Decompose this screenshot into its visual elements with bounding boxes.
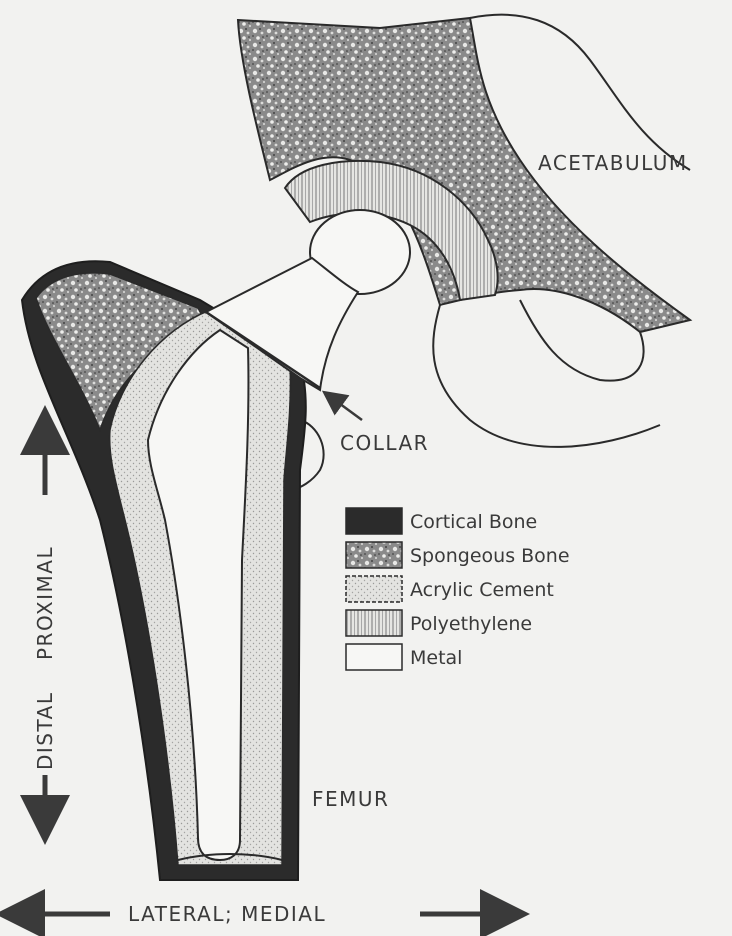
label-distal: DISTAL: [33, 692, 57, 770]
legend-label-cement: Acrylic Cement: [410, 579, 554, 601]
collar-pointer-arrow: [332, 398, 362, 420]
legend-swatch-cortical: [346, 508, 402, 534]
label-proximal: PROXIMAL: [33, 546, 57, 660]
label-lateral-medial: LATERAL; MEDIAL: [128, 902, 326, 926]
pelvis-ischium-outline: [433, 305, 660, 447]
legend-label-cortical: Cortical Bone: [410, 511, 537, 533]
label-femur: FEMUR: [312, 787, 389, 811]
label-acetabulum: ACETABULUM: [538, 151, 688, 175]
legend-label-metal: Metal: [410, 647, 462, 669]
legend-label-poly: Polyethylene: [410, 613, 532, 635]
label-collar: COLLAR: [340, 431, 429, 455]
legend-label-spongeous: Spongeous Bone: [410, 545, 570, 567]
legend-swatch-cement: [346, 576, 402, 602]
legend-swatch-metal: [346, 644, 402, 670]
legend-swatch-poly: [346, 610, 402, 636]
legend-swatch-spongeous: [346, 542, 402, 568]
legend: Cortical Bone Spongeous Bone Acrylic Cem…: [346, 508, 570, 670]
